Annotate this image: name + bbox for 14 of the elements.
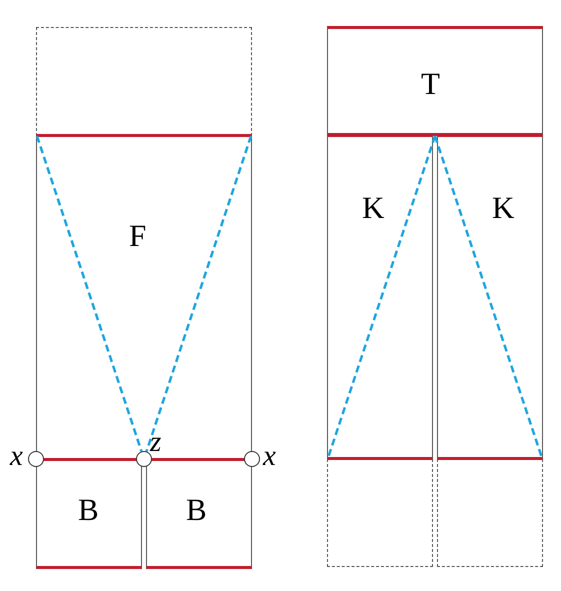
region-label: F	[129, 220, 146, 251]
region-label: K	[362, 192, 384, 223]
point-label: z	[150, 428, 162, 457]
region-label: B	[186, 494, 207, 525]
point-label: x	[10, 442, 23, 471]
point-marker	[136, 451, 152, 467]
region-label: T	[421, 68, 440, 99]
dashed-line	[145, 136, 252, 452]
dashed-line	[36, 136, 143, 452]
point-marker	[244, 451, 260, 467]
point-marker	[28, 451, 44, 467]
region-label: B	[78, 494, 99, 525]
point-label: x	[263, 442, 276, 471]
region-label: K	[492, 192, 514, 223]
